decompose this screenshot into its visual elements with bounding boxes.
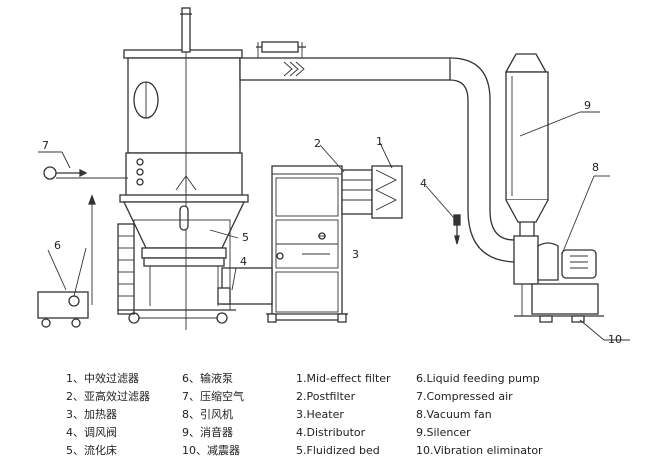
leader-lines xyxy=(38,111,630,341)
callout-1: 1 xyxy=(376,135,383,148)
legend-item: 8.Vacuum fan xyxy=(416,408,492,421)
legend-item: 5、流化床 xyxy=(66,444,117,457)
legend-en-col2: 6.Liquid feeding pump 7.Compressed air 8… xyxy=(416,370,543,460)
callout-4-damper: 4 xyxy=(420,177,427,190)
legend-item: 10、减震器 xyxy=(182,444,240,457)
callout-4-inlet: 4 xyxy=(240,255,247,268)
callout-6: 6 xyxy=(54,239,61,252)
vacuum-fan xyxy=(513,235,604,323)
legend-item: 7.Compressed air xyxy=(416,390,513,403)
legend-item: 3、加热器 xyxy=(66,408,117,421)
legend-en-col1: 1.Mid-effect filter 2.Postfilter 3.Heate… xyxy=(296,370,391,460)
legend-item: 7、压缩空气 xyxy=(182,390,244,403)
top-duct xyxy=(239,41,515,263)
fluidized-bed-tower xyxy=(119,7,249,330)
legend-item: 6.Liquid feeding pump xyxy=(416,372,540,385)
callout-2: 2 xyxy=(314,137,321,150)
silencer xyxy=(504,53,549,241)
legend-item: 6、输液泵 xyxy=(182,372,233,385)
legend-item: 3.Heater xyxy=(296,408,344,421)
damper xyxy=(453,214,461,245)
legend-item: 1、中效过滤器 xyxy=(66,372,139,385)
legend-item: 4.Distributor xyxy=(296,426,366,439)
legend-item: 5.Fluidized bed xyxy=(296,444,380,457)
callout-7: 7 xyxy=(42,139,49,152)
legend-item: 1.Mid-effect filter xyxy=(296,372,391,385)
heater-cabinet xyxy=(217,165,348,323)
compressed-air-line xyxy=(43,166,128,305)
callout-3: 3 xyxy=(352,248,359,261)
air-filters xyxy=(341,165,403,219)
legend-item: 4、调风阀 xyxy=(66,426,117,439)
legend-zh-col2: 6、输液泵 7、压缩空气 8、引风机 9、消音器 10、减震器 xyxy=(182,370,244,460)
liquid-feeding-pump xyxy=(37,247,89,328)
legend-item: 8、引风机 xyxy=(182,408,233,421)
callout-9: 9 xyxy=(584,99,591,112)
callout-10: 10 xyxy=(608,333,622,346)
legend-item: 2、亚高效过滤器 xyxy=(66,390,150,403)
legend-item: 9、消音器 xyxy=(182,426,233,439)
callout-5: 5 xyxy=(242,231,249,244)
legend-item: 10.Vibration eliminator xyxy=(416,444,543,457)
bed-cart xyxy=(117,219,236,324)
callout-8: 8 xyxy=(592,161,599,174)
legend-zh-col1: 1、中效过滤器 2、亚高效过滤器 3、加热器 4、调风阀 5、流化床 xyxy=(66,370,150,460)
legend-item: 2.Postfilter xyxy=(296,390,356,403)
legend-item: 9.Silencer xyxy=(416,426,471,439)
